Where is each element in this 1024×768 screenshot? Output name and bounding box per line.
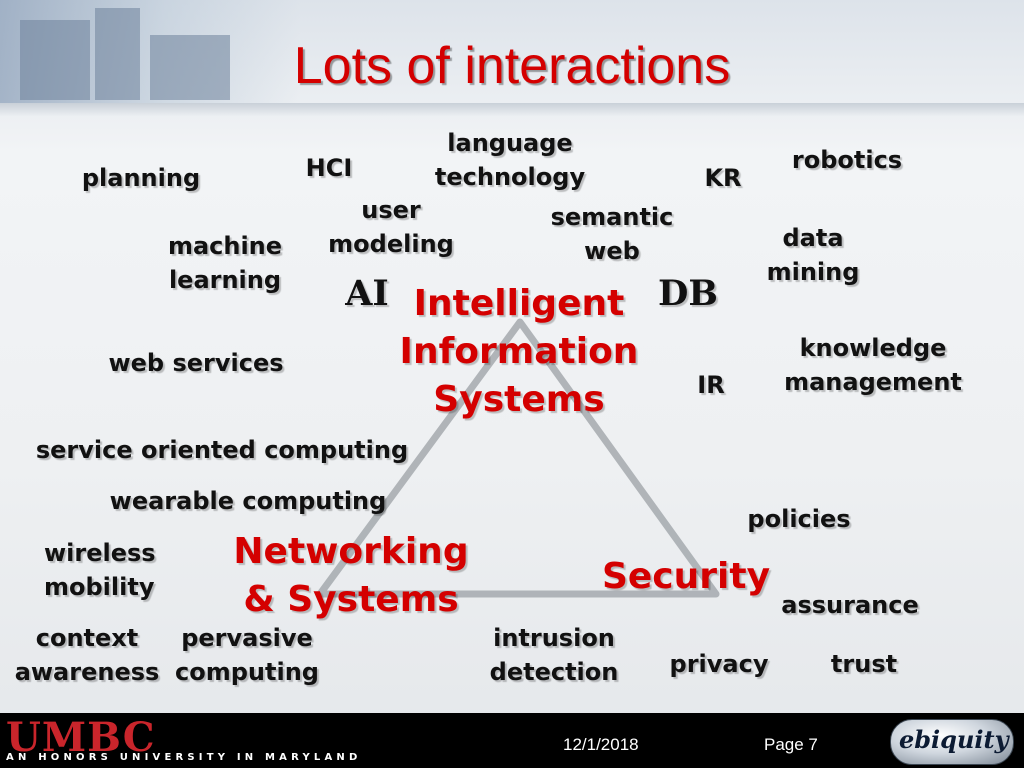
topic-planning: planning (81, 164, 201, 192)
topic-knowledge-management: knowledge management (784, 334, 962, 396)
topic-user-modeling: user modeling (328, 196, 454, 258)
topic-semantic-web: semantic web (550, 203, 674, 265)
footer-page-number: Page 7 (764, 735, 818, 754)
topic-hci: HCI (305, 154, 353, 182)
topic-wearable-computing: wearable computing (109, 487, 387, 515)
topic-web-services: web services (108, 349, 284, 377)
topic-privacy: privacy (669, 650, 769, 678)
area-db: DB (658, 273, 718, 314)
topic-machine-learning: machine learning (167, 232, 283, 294)
topic-wireless-mobility: wireless mobility (44, 539, 156, 601)
footer-date: 12/1/2018 (563, 735, 639, 754)
slide-title: Lots of interactions (293, 37, 731, 95)
topic-service-oriented-computing: service oriented computing (35, 436, 409, 464)
area-security: Security (601, 556, 771, 597)
topic-intrusion-detection: intrusion detection (489, 624, 619, 686)
topic-context-awareness: context awareness (14, 624, 160, 686)
topic-language-technology: language technology (434, 129, 586, 191)
topic-robotics: robotics (791, 146, 903, 174)
footer-bar (0, 713, 1024, 768)
area-networking-systems: Networking & Systems (233, 531, 469, 620)
topic-pervasive-computing: pervasive computing (175, 624, 319, 686)
header-band (0, 103, 1024, 117)
ebiquity-logo-text: ebiquity (899, 725, 1009, 754)
ebiquity-logo: ebiquity (890, 719, 1014, 765)
umbc-motto: AN HONORS UNIVERSITY IN MARYLAND (6, 752, 362, 763)
topic-policies: policies (747, 505, 851, 533)
campus-photo (0, 0, 300, 110)
topic-trust: trust (830, 650, 898, 678)
area-ai: AI (345, 273, 389, 314)
topic-data-mining: data mining (766, 224, 860, 286)
area-intelligent-information-systems: Intelligent Information Systems (399, 283, 639, 420)
topic-assurance: assurance (781, 591, 919, 619)
topic-kr: KR (704, 164, 742, 192)
umbc-logo: UMBC (6, 714, 156, 761)
topic-ir: IR (697, 371, 725, 399)
